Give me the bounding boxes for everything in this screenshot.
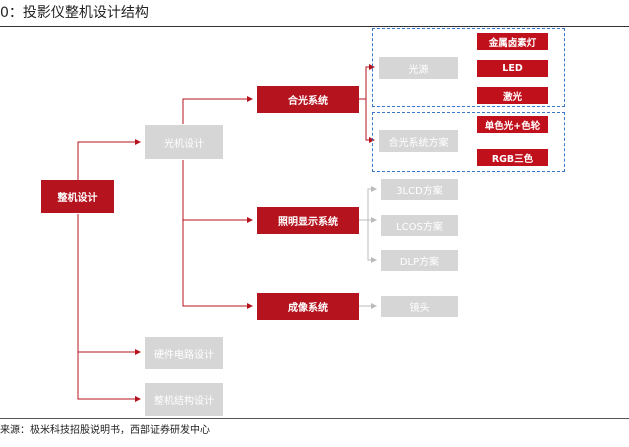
node-laser: 激光 xyxy=(477,87,548,104)
node-lcos: LCOS方案 xyxy=(381,215,458,236)
node-3lcd: 3LCD方案 xyxy=(381,179,458,200)
light-source-group xyxy=(372,28,565,107)
combine-scheme-group xyxy=(372,112,565,172)
node-combine-scheme: 合光系统方案 xyxy=(379,130,458,152)
edge-illum-3lcd xyxy=(359,186,377,221)
edge-combine-scheme xyxy=(365,99,375,143)
edge-root-structure xyxy=(77,352,141,402)
figure-title: 0：投影仪整机设计结构 xyxy=(0,5,149,21)
edge-combine-source xyxy=(359,64,375,100)
node-combine-system: 合光系统 xyxy=(257,86,359,113)
node-dlp: DLP方案 xyxy=(381,250,458,271)
top-divider xyxy=(0,26,629,27)
source-note: 来源：极米科技招股说明书，西部证券研发中心 xyxy=(0,425,210,436)
node-led: LED xyxy=(477,60,548,77)
edge-optical-combine xyxy=(182,96,253,124)
node-mono-color-wheel: 单色光+色轮 xyxy=(477,116,548,133)
node-rgb-three-color: RGB三色 xyxy=(477,149,548,166)
edge-root-hardware xyxy=(77,214,141,355)
node-structure-design: 整机结构设计 xyxy=(145,383,223,416)
edge-root-optical xyxy=(77,139,141,180)
node-lens: 镜头 xyxy=(381,296,458,317)
edge-illum-dlp xyxy=(367,220,377,263)
node-optical-design: 光机设计 xyxy=(145,125,223,159)
edge-optical-imaging xyxy=(182,220,253,309)
node-hardware-design: 硬件电路设计 xyxy=(145,337,223,369)
bottom-divider xyxy=(0,418,629,419)
node-metal-halide: 金属卤素灯 xyxy=(477,33,548,50)
node-illumination-system: 照明显示系统 xyxy=(257,207,359,234)
node-light-source: 光源 xyxy=(379,57,458,79)
edge-optical-illum xyxy=(182,160,253,223)
node-root: 整机设计 xyxy=(41,180,114,213)
node-imaging-system: 成像系统 xyxy=(257,293,359,320)
